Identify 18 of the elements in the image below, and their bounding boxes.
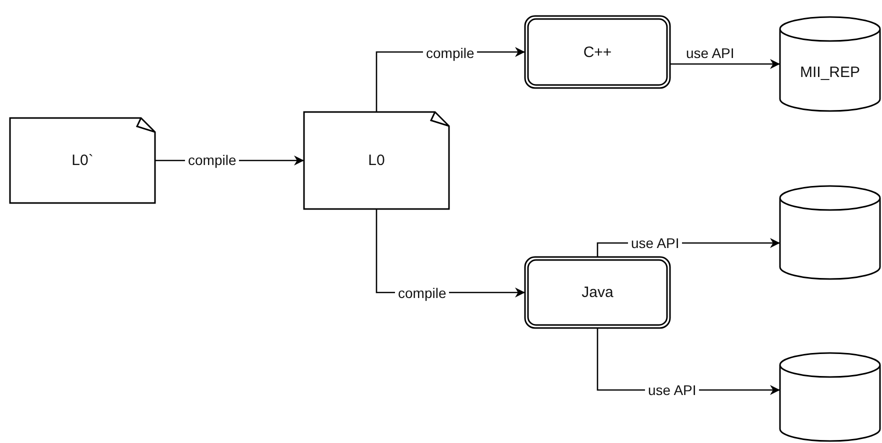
edge-label: compile — [395, 285, 450, 301]
process-box — [525, 16, 670, 88]
node-label: MII_REP — [800, 64, 860, 80]
node-label: L0 — [368, 152, 385, 169]
node-label: Java — [582, 284, 614, 301]
database-cylinder — [780, 353, 880, 441]
edge-label: compile — [423, 45, 478, 61]
database-cylinder — [780, 186, 880, 279]
arrow — [670, 59, 780, 69]
process-box — [525, 257, 670, 328]
edge-label: use API — [645, 382, 700, 398]
document-shape — [304, 112, 449, 209]
node-label: C++ — [583, 44, 612, 60]
edge-label: compile — [185, 152, 240, 168]
document-shape — [10, 118, 155, 203]
node-label: L0` — [72, 152, 94, 169]
edge-label: use API — [628, 235, 682, 251]
database-cylinder — [780, 17, 880, 111]
